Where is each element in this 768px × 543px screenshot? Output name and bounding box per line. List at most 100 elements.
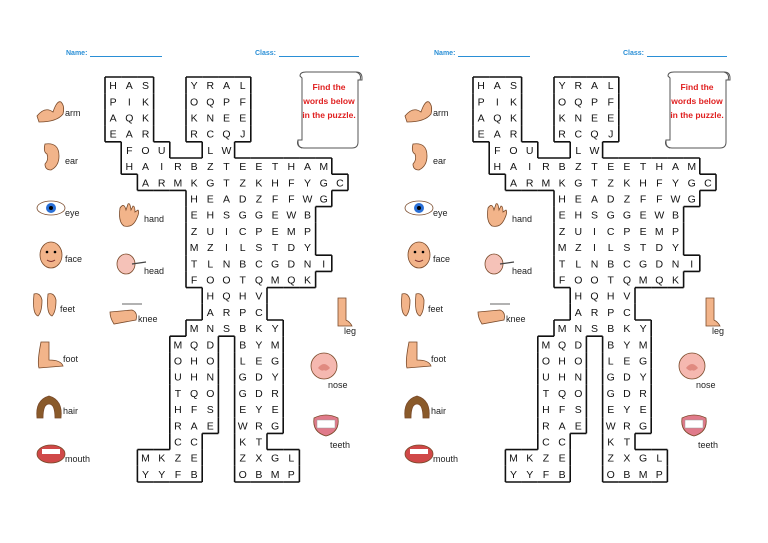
grid-letter[interactable]: Q: [125, 113, 133, 125]
grid-letter[interactable]: K: [559, 177, 566, 189]
grid-letter[interactable]: Q: [222, 291, 230, 303]
grid-letter[interactable]: F: [239, 96, 245, 108]
grid-letter[interactable]: R: [542, 420, 550, 432]
grid-letter[interactable]: A: [494, 129, 501, 141]
grid-letter[interactable]: Q: [590, 291, 598, 303]
grid-letter[interactable]: R: [174, 420, 182, 432]
grid-letter[interactable]: E: [191, 453, 198, 465]
grid-letter[interactable]: M: [174, 339, 183, 351]
grid-letter[interactable]: C: [623, 307, 631, 319]
grid-letter[interactable]: D: [288, 242, 296, 254]
grid-letter[interactable]: L: [240, 80, 246, 92]
grid-letter[interactable]: J: [240, 129, 245, 141]
grid-letter[interactable]: P: [623, 226, 630, 238]
grid-letter[interactable]: I: [528, 161, 531, 173]
grid-letter[interactable]: Q: [255, 275, 263, 287]
grid-letter[interactable]: L: [656, 453, 662, 465]
grid-letter[interactable]: P: [223, 96, 230, 108]
grid-letter[interactable]: L: [608, 356, 614, 368]
grid-letter[interactable]: E: [607, 161, 614, 173]
grid-letter[interactable]: T: [607, 275, 614, 287]
grid-letter[interactable]: R: [223, 307, 231, 319]
grid-letter[interactable]: F: [559, 404, 565, 416]
grid-letter[interactable]: Y: [640, 372, 647, 384]
grid-letter[interactable]: Y: [158, 469, 165, 481]
grid-letter[interactable]: E: [239, 161, 246, 173]
grid-letter[interactable]: D: [656, 258, 664, 270]
grid-letter[interactable]: Q: [222, 129, 230, 141]
grid-letter[interactable]: A: [591, 194, 598, 206]
grid-letter[interactable]: H: [607, 291, 615, 303]
grid-letter[interactable]: Z: [239, 453, 246, 465]
grid-letter[interactable]: G: [639, 258, 647, 270]
grid-letter[interactable]: D: [656, 242, 664, 254]
grid-letter[interactable]: C: [255, 258, 263, 270]
grid-letter[interactable]: L: [575, 258, 581, 270]
grid-letter[interactable]: C: [255, 307, 263, 319]
grid-letter[interactable]: P: [591, 96, 598, 108]
grid-letter[interactable]: L: [207, 145, 213, 157]
grid-letter[interactable]: D: [255, 372, 263, 384]
grid-letter[interactable]: O: [590, 275, 598, 287]
grid-letter[interactable]: D: [239, 194, 247, 206]
grid-letter[interactable]: J: [608, 129, 613, 141]
grid-letter[interactable]: A: [142, 161, 149, 173]
grid-letter[interactable]: R: [558, 129, 566, 141]
grid-letter[interactable]: K: [623, 323, 630, 335]
grid-letter[interactable]: T: [543, 388, 550, 400]
grid-letter[interactable]: I: [593, 226, 596, 238]
grid-letter[interactable]: L: [240, 242, 246, 254]
grid-letter[interactable]: E: [640, 210, 647, 222]
grid-letter[interactable]: F: [640, 194, 646, 206]
grid-letter[interactable]: Q: [558, 339, 566, 351]
grid-letter[interactable]: A: [559, 420, 566, 432]
grid-letter[interactable]: T: [223, 161, 230, 173]
grid-letter[interactable]: K: [255, 177, 262, 189]
grid-letter[interactable]: E: [110, 129, 117, 141]
grid-letter[interactable]: E: [607, 404, 614, 416]
grid-letter[interactable]: P: [110, 96, 117, 108]
grid-letter[interactable]: F: [288, 177, 294, 189]
grid-letter[interactable]: M: [639, 275, 648, 287]
grid-letter[interactable]: K: [191, 177, 198, 189]
grid-letter[interactable]: H: [109, 80, 117, 92]
grid-letter[interactable]: R: [142, 129, 150, 141]
grid-letter[interactable]: T: [256, 437, 263, 449]
grid-letter[interactable]: Y: [142, 469, 149, 481]
grid-letter[interactable]: R: [174, 161, 182, 173]
grid-letter[interactable]: W: [303, 194, 313, 206]
name-line[interactable]: [90, 48, 163, 57]
grid-letter[interactable]: M: [639, 469, 648, 481]
grid-letter[interactable]: T: [640, 161, 647, 173]
grid-letter[interactable]: P: [656, 469, 663, 481]
grid-letter[interactable]: O: [542, 356, 550, 368]
grid-letter[interactable]: H: [639, 177, 647, 189]
grid-letter[interactable]: Z: [191, 226, 198, 238]
grid-letter[interactable]: W: [606, 420, 616, 432]
grid-letter[interactable]: N: [591, 258, 599, 270]
grid-letter[interactable]: N: [223, 258, 231, 270]
grid-letter[interactable]: O: [141, 145, 149, 157]
grid-letter[interactable]: H: [542, 404, 550, 416]
grid-letter[interactable]: O: [558, 96, 566, 108]
grid-letter[interactable]: O: [574, 388, 582, 400]
grid-letter[interactable]: H: [575, 210, 583, 222]
grid-letter[interactable]: N: [672, 258, 680, 270]
grid-letter[interactable]: C: [207, 129, 215, 141]
grid-letter[interactable]: M: [639, 339, 648, 351]
grid-letter[interactable]: K: [623, 177, 630, 189]
grid-letter[interactable]: B: [191, 161, 198, 173]
grid-letter[interactable]: O: [190, 96, 198, 108]
grid-letter[interactable]: G: [320, 177, 328, 189]
grid-letter[interactable]: K: [607, 437, 614, 449]
grid-letter[interactable]: H: [558, 372, 566, 384]
grid-letter[interactable]: H: [207, 291, 215, 303]
grid-letter[interactable]: M: [174, 177, 183, 189]
grid-letter[interactable]: W: [238, 420, 248, 432]
grid-letter[interactable]: U: [526, 145, 534, 157]
grid-letter[interactable]: U: [575, 226, 583, 238]
grid-letter[interactable]: A: [126, 80, 133, 92]
grid-letter[interactable]: T: [191, 258, 198, 270]
grid-letter[interactable]: O: [574, 356, 582, 368]
grid-letter[interactable]: I: [496, 96, 499, 108]
